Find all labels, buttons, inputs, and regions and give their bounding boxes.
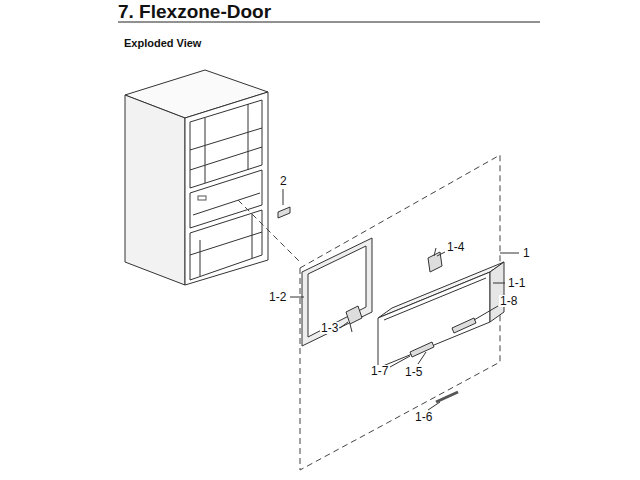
callout-number: 1-5 (404, 366, 423, 378)
callout-number: 1-8 (499, 295, 518, 307)
callout-number: 2 (279, 175, 288, 187)
callout-number: 1-4 (446, 241, 465, 253)
callout-number: 1-1 (507, 277, 526, 289)
section-subtitle: Exploded View (124, 38, 201, 49)
callout-number: 1 (522, 247, 531, 259)
callout-number: 1-6 (414, 411, 433, 423)
page-title: 7. Flexzone-Door (118, 2, 271, 21)
callout-number: 1-3 (320, 322, 339, 334)
callout-number: 1-2 (268, 291, 287, 303)
callout-number: 1-7 (370, 365, 389, 377)
